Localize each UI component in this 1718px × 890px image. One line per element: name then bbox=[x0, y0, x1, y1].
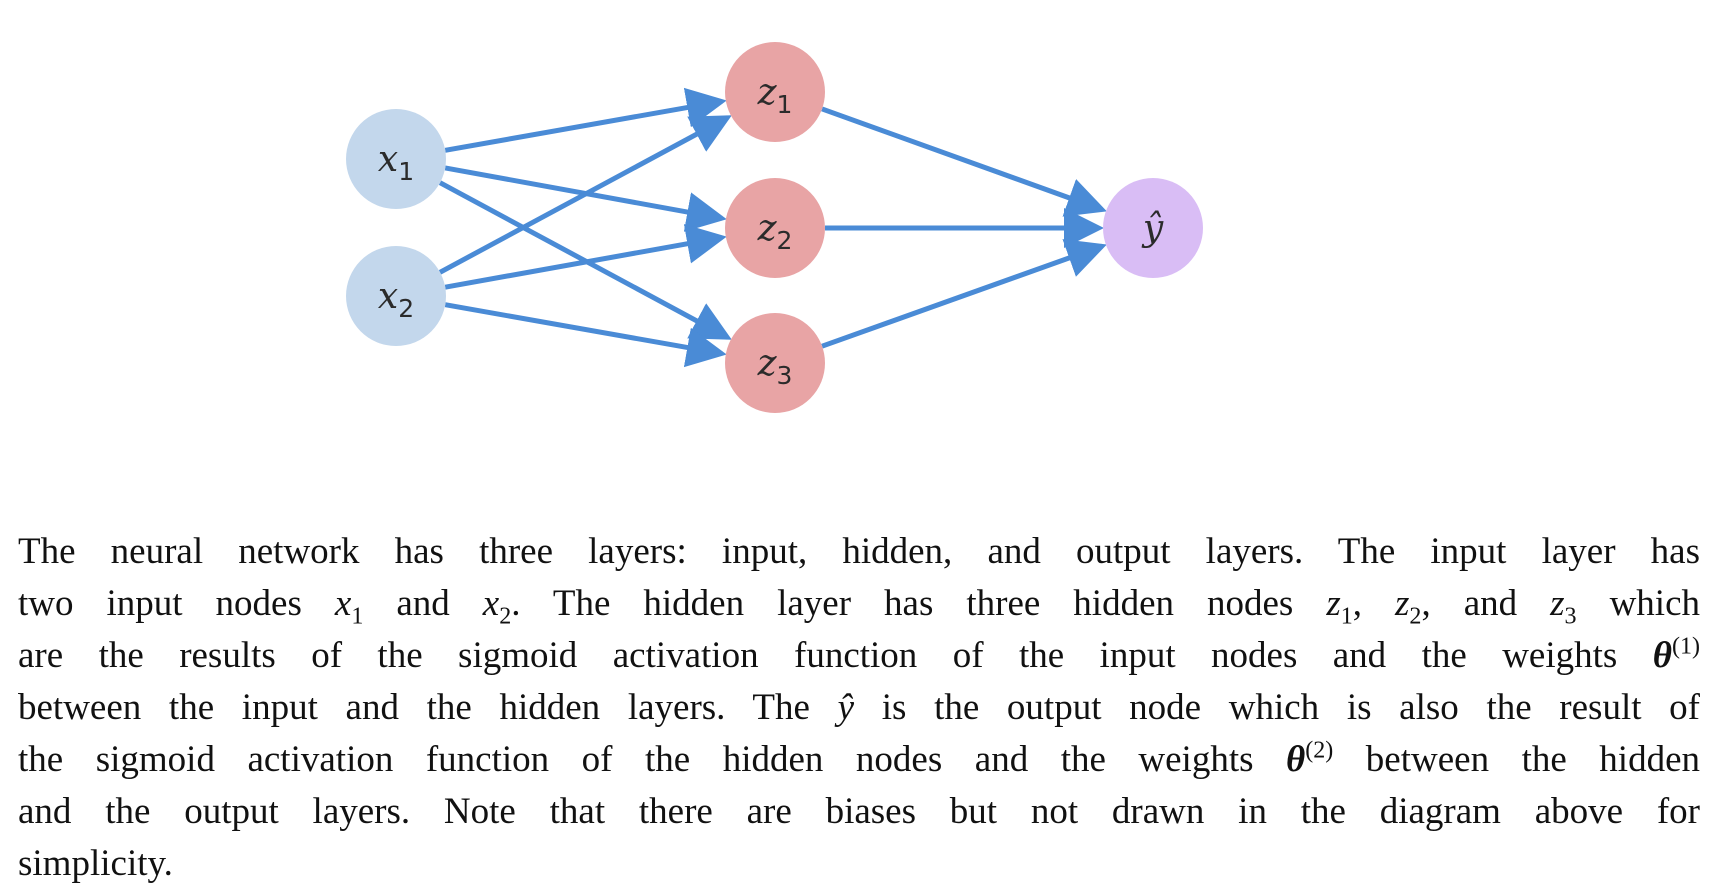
math-sub: 3 bbox=[1564, 603, 1577, 630]
node-circle-z1 bbox=[725, 42, 825, 142]
node-label-x1: x1 bbox=[378, 139, 414, 186]
caption-line-2: two input nodes x1 and x2. The hidden la… bbox=[18, 578, 1700, 630]
math-sub: 1 bbox=[1340, 603, 1353, 630]
edge-x1-z1 bbox=[444, 87, 727, 153]
edge-z1-yhat bbox=[821, 106, 1107, 217]
caption-text: are the results of the sigmoid activatio… bbox=[18, 635, 1653, 676]
math-sub: 2 bbox=[1409, 603, 1422, 630]
node-label-z3: z3 bbox=[757, 343, 793, 390]
node-circle-yhat bbox=[1103, 178, 1203, 278]
caption-line-7: simplicity. bbox=[18, 838, 1700, 890]
caption-text: two input nodes bbox=[18, 583, 335, 624]
caption-text: and bbox=[363, 583, 483, 624]
caption-line-4: between the input and the hidden layers.… bbox=[18, 682, 1700, 734]
node-label-z2: z2 bbox=[757, 208, 793, 255]
node-x1: x1 bbox=[346, 109, 446, 209]
caption-text: The neural network has three layers: inp… bbox=[18, 531, 1700, 572]
caption-line-6: and the output layers. Note that there a… bbox=[18, 786, 1700, 838]
caption: The neural network has three layers: inp… bbox=[18, 526, 1700, 890]
node-circle-x2 bbox=[346, 246, 446, 346]
caption-text: simplicity. bbox=[18, 843, 173, 884]
node-z2: z2 bbox=[725, 178, 825, 278]
math-sub: 2 bbox=[499, 603, 512, 630]
node-z3: z3 bbox=[725, 313, 825, 413]
theta-symbol: θ bbox=[1652, 635, 1672, 676]
edges-layer bbox=[438, 87, 1107, 368]
theta-symbol: θ bbox=[1286, 739, 1306, 780]
math-var: z bbox=[1326, 583, 1341, 624]
caption-text: and the output layers. Note that there a… bbox=[18, 791, 1700, 832]
math-var: z bbox=[1395, 583, 1410, 624]
node-label-z1: z1 bbox=[757, 72, 793, 119]
node-label-yhat: ŷ bbox=[1141, 208, 1164, 249]
math-sup: (1) bbox=[1671, 633, 1700, 660]
caption-line-3: are the results of the sigmoid activatio… bbox=[18, 630, 1700, 682]
caption-text: which bbox=[1576, 583, 1700, 624]
caption-text: between the input and the hidden layers.… bbox=[18, 687, 838, 728]
caption-line-5: the sigmoid activation function of the h… bbox=[18, 734, 1700, 786]
math-var: x bbox=[334, 583, 352, 624]
caption-text: between the hidden bbox=[1333, 739, 1701, 780]
math-comma: , bbox=[1352, 583, 1395, 624]
node-label-x2: x2 bbox=[378, 276, 414, 323]
node-circle-z3 bbox=[725, 313, 825, 413]
edge-x2-z1 bbox=[438, 115, 732, 275]
math-var: z bbox=[1550, 583, 1565, 624]
node-yhat: ŷ bbox=[1103, 178, 1203, 278]
math-var: x bbox=[482, 583, 500, 624]
neural-network-diagram: x1 x2 z1 z2 z3 ŷ bbox=[346, 42, 1203, 413]
caption-line-1: The neural network has three layers: inp… bbox=[18, 526, 1700, 578]
math-sub: 1 bbox=[351, 603, 364, 630]
edge-x2-z3 bbox=[444, 302, 727, 368]
edge-z3-yhat bbox=[821, 239, 1107, 349]
caption-text: . The hidden layer has three hidden node… bbox=[511, 583, 1327, 624]
nodes-layer: x1 x2 z1 z2 z3 ŷ bbox=[346, 42, 1203, 413]
math-sup: (2) bbox=[1305, 737, 1334, 764]
edge-x2-z2 bbox=[444, 224, 727, 290]
node-z1: z1 bbox=[725, 42, 825, 142]
node-circle-z2 bbox=[725, 178, 825, 278]
node-x2: x2 bbox=[346, 246, 446, 346]
yhat-symbol: ŷ bbox=[837, 687, 855, 728]
caption-text: the sigmoid activation function of the h… bbox=[18, 739, 1287, 780]
caption-text: , and bbox=[1421, 583, 1551, 624]
node-circle-x1 bbox=[346, 109, 446, 209]
caption-text: is the output node which is also the res… bbox=[854, 687, 1700, 728]
